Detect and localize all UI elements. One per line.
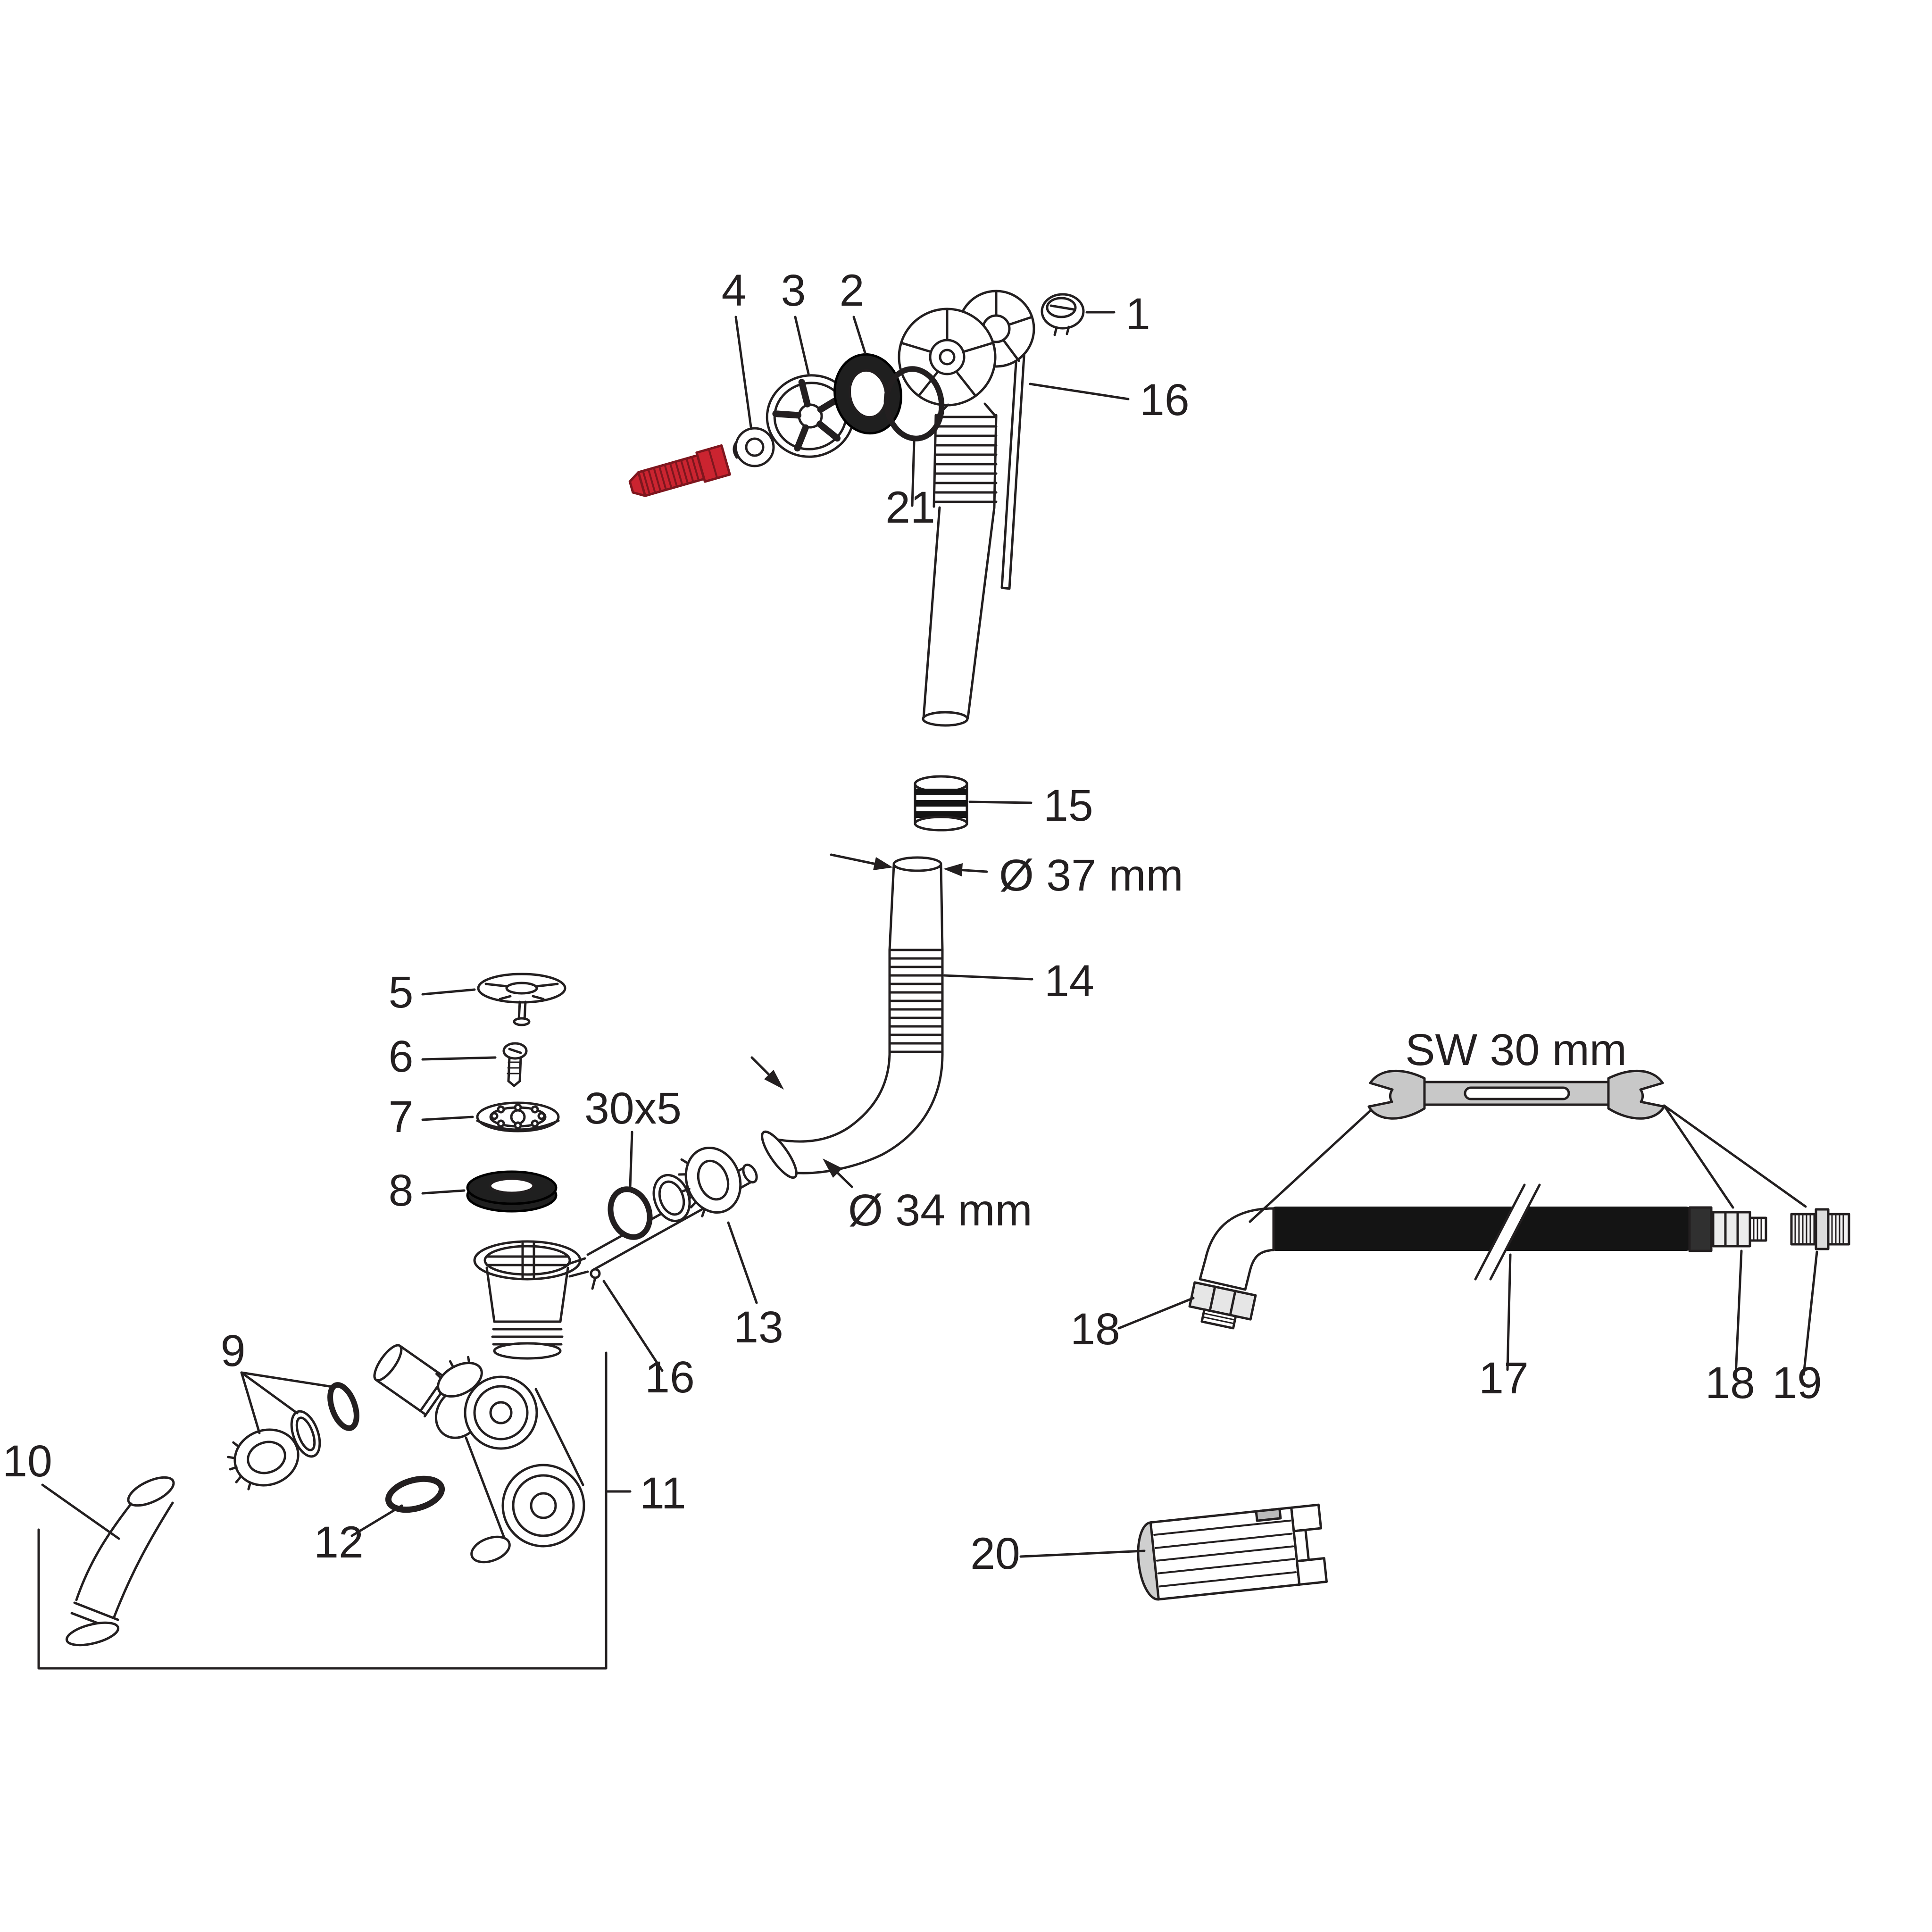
plug-part-5 bbox=[477, 973, 566, 1026]
outlet-pipe-part-10 bbox=[65, 1476, 175, 1647]
o-ring-part-21 bbox=[883, 366, 945, 441]
highlight-screw bbox=[628, 444, 731, 497]
overflow-flex-section bbox=[933, 414, 998, 508]
callout-12: 12 bbox=[314, 1517, 364, 1567]
strainer-part-7 bbox=[476, 1101, 560, 1133]
callout-18-left: 18 bbox=[1070, 1304, 1120, 1354]
overflow-tube bbox=[922, 506, 996, 727]
dim-37-arrows bbox=[830, 853, 988, 876]
callout-20: 20 bbox=[970, 1529, 1020, 1579]
callout-14: 14 bbox=[1044, 956, 1094, 1006]
callout-21: 21 bbox=[885, 483, 935, 533]
callout-18-right: 18 bbox=[1705, 1358, 1755, 1408]
washer-ring bbox=[652, 1174, 691, 1223]
leader-lines bbox=[41, 311, 1818, 1558]
connector-part-20 bbox=[1137, 1503, 1328, 1601]
callout-13: 13 bbox=[733, 1302, 783, 1352]
callout-15: 15 bbox=[1043, 781, 1093, 831]
elbow-nut-part-18 bbox=[1188, 1207, 1275, 1330]
o-ring-part-9 bbox=[327, 1382, 359, 1431]
callout-labels: 4 3 2 1 16 21 15 Ø 37 mm 14 Ø 34 mm 30x5… bbox=[2, 266, 1822, 1579]
drain-body bbox=[473, 1240, 589, 1360]
callout-7: 7 bbox=[389, 1092, 414, 1142]
fitting-part-18 bbox=[1688, 1206, 1767, 1252]
dim-34: Ø 34 mm bbox=[848, 1185, 1033, 1235]
callout-2: 2 bbox=[840, 266, 865, 316]
adapter-part-15 bbox=[914, 775, 968, 832]
callout-16-top: 16 bbox=[1140, 375, 1190, 425]
bracket-part-11 bbox=[37, 1351, 632, 1670]
hose-part-17 bbox=[1271, 1183, 1691, 1281]
callout-9: 9 bbox=[221, 1326, 246, 1376]
callout-16-bottom: 16 bbox=[645, 1352, 695, 1402]
tube-part-14 bbox=[761, 856, 944, 1179]
wrench-sw30 bbox=[1367, 1069, 1666, 1120]
o-ring-30x5 bbox=[608, 1186, 653, 1240]
dim-30x5: 30x5 bbox=[584, 1083, 682, 1133]
nipple-part-19 bbox=[1790, 1208, 1850, 1250]
callout-17: 17 bbox=[1479, 1353, 1529, 1403]
dim-sw30: SW 30 mm bbox=[1405, 1025, 1627, 1075]
overflow-rosette bbox=[898, 290, 1035, 418]
screw-part-6 bbox=[502, 1042, 528, 1087]
dim-37: Ø 37 mm bbox=[999, 850, 1183, 900]
union-nut-part-13 bbox=[678, 1146, 742, 1218]
callout-4: 4 bbox=[722, 266, 747, 316]
bushing-part-4 bbox=[733, 427, 775, 467]
dim-34-arrows bbox=[750, 1056, 853, 1188]
callout-1: 1 bbox=[1125, 289, 1150, 339]
o-ring-part-12 bbox=[385, 1475, 445, 1513]
spoked-disc-part-3 bbox=[766, 374, 855, 458]
overflow-cap-part-1 bbox=[1041, 293, 1085, 336]
pivot-pin-part-16 bbox=[590, 1268, 601, 1290]
callout-10: 10 bbox=[2, 1436, 52, 1486]
callout-11: 11 bbox=[640, 1468, 686, 1518]
seal-part-8 bbox=[466, 1170, 558, 1213]
trap-part-11 bbox=[435, 1356, 585, 1564]
seal-ring-part-2 bbox=[833, 353, 902, 435]
callout-5: 5 bbox=[389, 967, 414, 1017]
callout-6: 6 bbox=[389, 1032, 414, 1082]
washer-part-9 bbox=[290, 1410, 321, 1458]
callout-19: 19 bbox=[1772, 1358, 1822, 1408]
callout-8: 8 bbox=[389, 1166, 414, 1216]
callout-3: 3 bbox=[781, 266, 806, 316]
